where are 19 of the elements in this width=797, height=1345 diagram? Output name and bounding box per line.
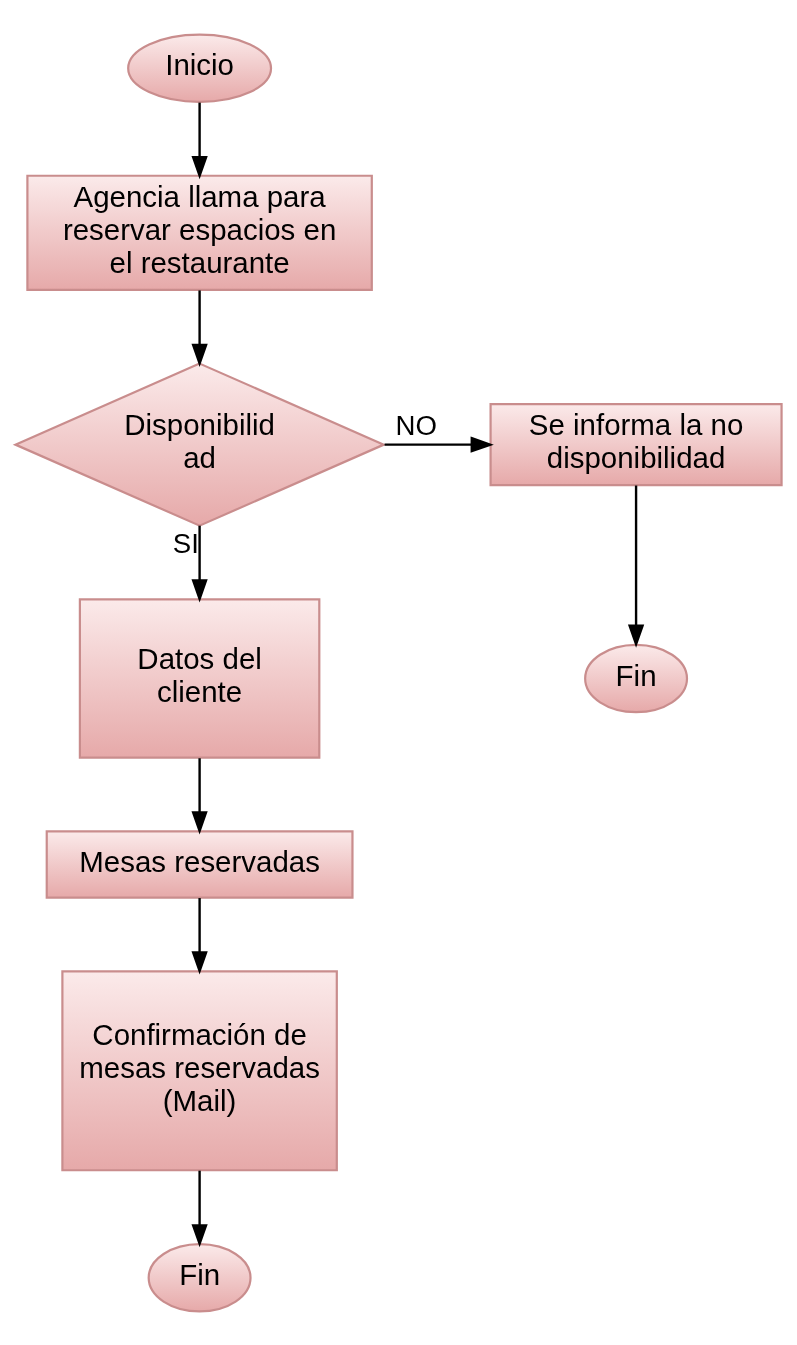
arrow <box>627 485 645 648</box>
arrow <box>191 525 208 602</box>
node-box: Datos del cliente <box>78 597 321 759</box>
edge-label: NO <box>395 409 437 441</box>
arrow <box>191 289 208 367</box>
node-box: Confirmación de mesas reservadas (Mail) <box>61 969 338 1171</box>
arrow <box>191 102 208 179</box>
arrow <box>384 436 494 453</box>
node-box: Mesas reservadas <box>45 829 354 899</box>
edge-label: SI <box>172 527 199 559</box>
arrow <box>191 1170 208 1247</box>
node-ellipse: Inicio <box>127 33 273 103</box>
arrow <box>191 757 208 834</box>
arrow <box>191 897 208 975</box>
node-diamond: Disponibilid ad <box>12 361 387 527</box>
node-box: Se informa la no disponibilidad <box>489 402 783 486</box>
node-ellipse: Fin <box>584 643 689 713</box>
node-ellipse: Fin <box>147 1242 252 1313</box>
node-box: Agencia llama para reservar espacios en el restaurante <box>26 174 373 291</box>
